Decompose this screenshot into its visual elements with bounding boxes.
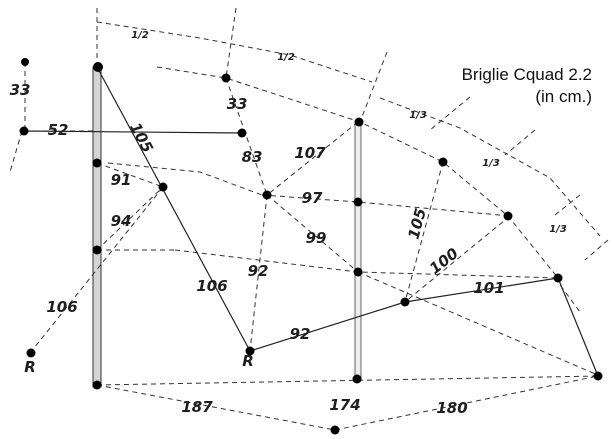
measurement-label: 92	[290, 325, 311, 343]
node-tip-left	[93, 62, 103, 72]
node-third-2	[503, 211, 513, 221]
measurement-label: 33	[227, 95, 248, 113]
node-left-spar-3	[92, 245, 102, 255]
measurement-label: 91	[111, 171, 132, 189]
fraction-label: 1/3	[482, 158, 500, 169]
measurement-label: 52	[48, 121, 69, 139]
measurement-label: 83	[242, 148, 263, 166]
node-mid-spar-3	[353, 267, 363, 277]
bridle-solid-lines	[24, 66, 599, 377]
node-33-mid	[221, 73, 231, 83]
node-r-left	[26, 348, 36, 358]
bridle-nodes	[19, 58, 603, 435]
r-label: R	[242, 352, 254, 370]
node-left-spar-2	[92, 158, 102, 168]
fraction-label: 1/2	[131, 30, 149, 41]
measurement-label: 107	[294, 144, 326, 162]
node-bottom-center	[330, 425, 340, 435]
measurement-label: 106	[46, 298, 77, 316]
node-right-bottom	[593, 371, 603, 381]
node-52-left	[19, 126, 29, 136]
measurement-label: 105	[126, 120, 157, 156]
node-91	[158, 182, 168, 192]
measurement-label: 92	[248, 262, 269, 280]
fraction-label: 1/3	[409, 110, 427, 121]
left-spar	[92, 66, 102, 388]
fraction-label: 1/3	[549, 224, 567, 235]
node-hub	[262, 190, 272, 200]
node-52-right	[237, 128, 247, 138]
measurement-label: 100	[426, 244, 462, 277]
node-mid-spar-top	[354, 117, 364, 127]
node-101	[400, 297, 410, 307]
measurement-label: 105	[404, 206, 429, 241]
measurement-label: 33	[10, 81, 31, 99]
node-mid-spar-bottom	[352, 374, 362, 384]
measurement-label: 180	[436, 399, 467, 417]
measurement-label: 106	[196, 277, 227, 295]
measurement-label: 94	[111, 212, 132, 230]
node-third-1	[438, 157, 448, 167]
middle-spar	[354, 121, 362, 381]
measurement-label: 97	[302, 189, 323, 207]
node-r-mid	[245, 346, 255, 356]
r-label: R	[24, 358, 36, 376]
node-third-3	[553, 273, 563, 283]
node-left-spar-bottom	[92, 380, 102, 390]
fraction-label: 1/2	[277, 52, 295, 63]
measurement-label: 101	[473, 279, 504, 297]
node-top-left	[21, 58, 29, 66]
title-line-1: Briglie Cquad 2.2	[462, 65, 592, 84]
title-line-2: (in cm.)	[535, 87, 592, 106]
measurement-label: 187	[181, 398, 213, 416]
node-mid-spar-2	[353, 197, 363, 207]
measurement-label: 99	[306, 229, 327, 247]
measurement-label: 174	[329, 396, 360, 414]
